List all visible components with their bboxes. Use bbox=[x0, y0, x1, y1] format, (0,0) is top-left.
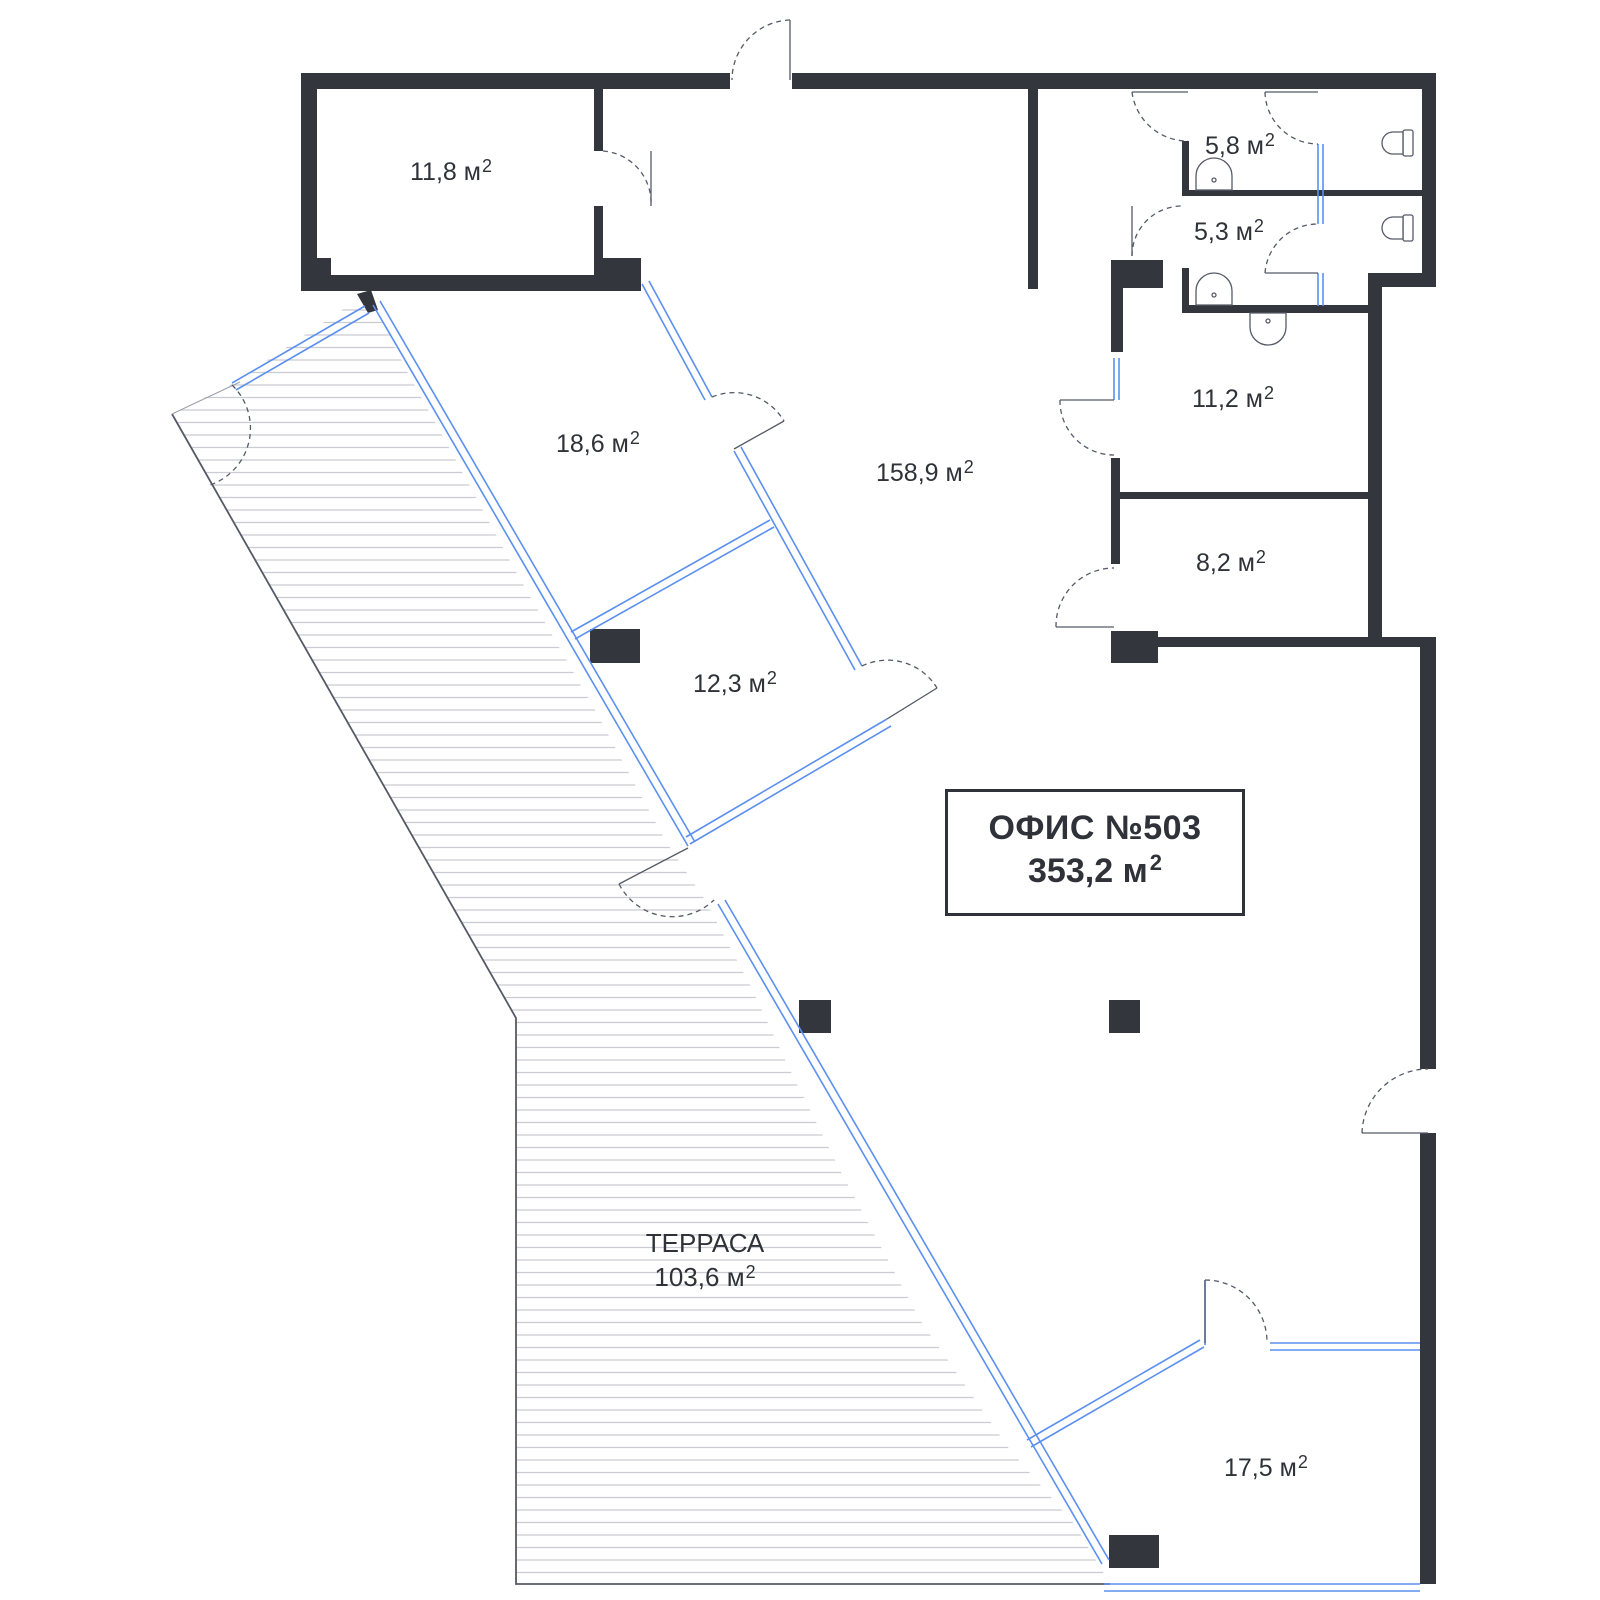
room-area-5-3: 5,3 м2 bbox=[1194, 216, 1264, 246]
room-area-11-8: 11,8 м2 bbox=[410, 156, 492, 186]
terrace-area-value: 103,6 м2 bbox=[654, 1262, 756, 1292]
terrace-area bbox=[171, 302, 1110, 1585]
terrace-label: ТЕРРАСА 103,6 м2 bbox=[600, 1226, 810, 1297]
room-area-158-9: 158,9 м2 bbox=[876, 457, 974, 487]
walls bbox=[301, 73, 1436, 1584]
office-info-box: ОФИС №503 353,2 м2 bbox=[945, 789, 1245, 916]
office-total-area: 353,2 м2 bbox=[1028, 850, 1162, 890]
room-area-12-3: 12,3 м2 bbox=[693, 668, 777, 698]
room-area-5-8: 5,8 м2 bbox=[1205, 130, 1275, 160]
doors bbox=[209, 19, 1429, 1344]
toilet-icon bbox=[1381, 129, 1414, 242]
room-area-18-6: 18,6 м2 bbox=[556, 428, 640, 458]
glass-partitions bbox=[231, 144, 1420, 1592]
sink-icon bbox=[1195, 157, 1287, 346]
room-area-17-5: 17,5 м2 bbox=[1224, 1452, 1308, 1482]
room-area-8-2: 8,2 м2 bbox=[1196, 547, 1266, 577]
office-title: ОФИС №503 bbox=[988, 809, 1202, 847]
terrace-name: ТЕРРАСА bbox=[645, 1228, 765, 1258]
room-area-11-2: 11,2 м2 bbox=[1192, 383, 1274, 413]
